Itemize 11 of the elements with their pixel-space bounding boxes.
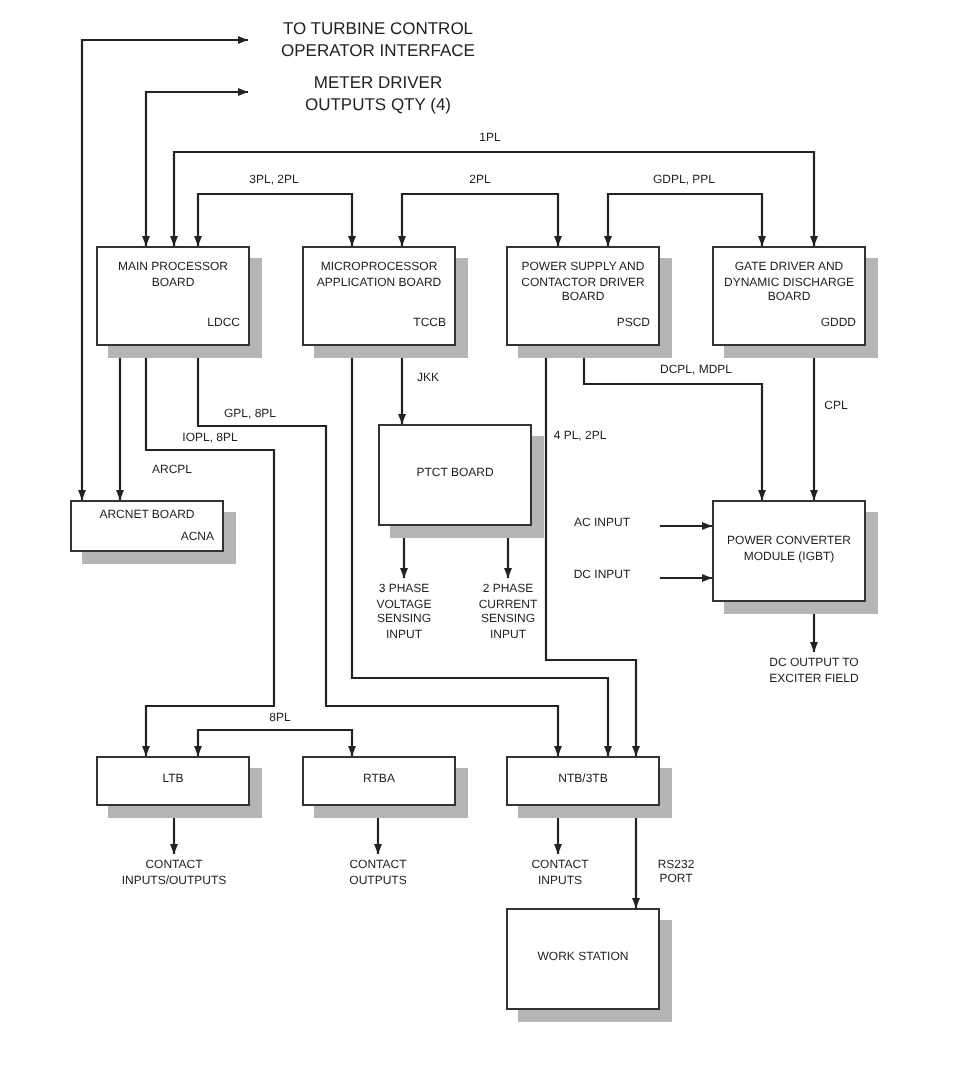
signal-label: METER DRIVER OUTPUTS QTY (4): [248, 70, 508, 118]
connector-arrow: [604, 192, 766, 246]
connector-arrow: [194, 192, 356, 246]
connector-arrow: [194, 728, 356, 756]
connector-arrow: [398, 192, 562, 246]
connector-arrow: [170, 150, 818, 246]
connector-arrow: [142, 88, 248, 246]
connector-arrow: [660, 522, 712, 530]
signal-label: TO TURBINE CONTROL OPERATOR INTERFACE: [248, 16, 508, 64]
connector-arrow: [660, 574, 712, 582]
connector-arrow: [78, 36, 248, 500]
